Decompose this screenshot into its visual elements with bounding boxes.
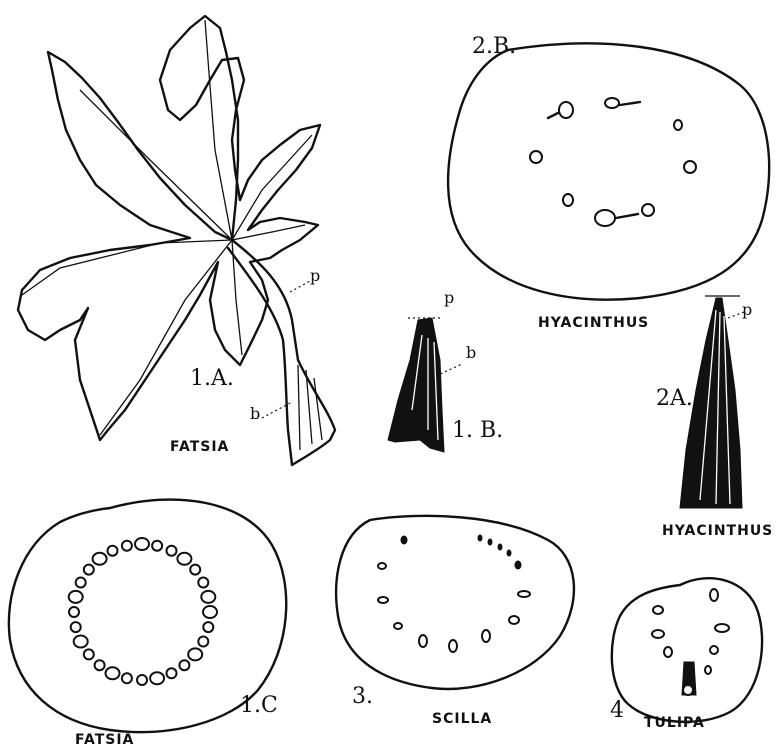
fig-2b-number: 2.B. <box>472 36 516 58</box>
vascular-bundle <box>150 672 164 684</box>
vascular-bundle <box>69 607 79 617</box>
fig-1c-name: FATSIA <box>75 733 134 747</box>
vascular-bundle <box>84 565 94 575</box>
fig-2a-petiole-mark: p <box>742 302 752 318</box>
vascular-bundle <box>108 546 118 556</box>
fatsia-leaf-blade <box>18 16 320 440</box>
vascular-bundle <box>167 546 177 556</box>
fig-2b-name: HYACINTHUS <box>538 316 649 330</box>
fig-3-number: 3. <box>352 686 373 708</box>
vascular-bundle <box>71 622 81 632</box>
fatsia-leaf-base-drawing <box>388 318 462 452</box>
vascular-bundle <box>152 541 162 551</box>
vascular-bundle <box>95 660 105 670</box>
fig-1a-base-mark: b <box>250 406 260 422</box>
tulipa-section-drawing <box>612 578 762 722</box>
fig-1a-petiole-mark: p <box>310 268 320 284</box>
vascular-bundle <box>190 565 200 575</box>
fig-1b-number: 1. B. <box>452 420 503 442</box>
vascular-bundle <box>76 578 86 588</box>
fig-2a-number: 2A. <box>656 388 693 410</box>
fig-3-name: SCILLA <box>432 712 492 726</box>
vascular-bundle <box>198 578 208 588</box>
vascular-bundle <box>106 667 120 679</box>
fig-1c-number: 1.C <box>240 695 278 717</box>
fig-2a-name: HYACINTHUS <box>662 524 773 538</box>
vascular-bundle <box>69 591 83 603</box>
scilla-section-drawing <box>336 516 574 689</box>
vascular-bundle <box>201 591 215 603</box>
vascular-bundle <box>135 538 149 550</box>
vascular-bundle <box>122 541 132 551</box>
fig-4-number: 4 <box>610 700 624 722</box>
vascular-bundle <box>122 673 132 683</box>
fig-1b-petiole-mark: p <box>444 290 454 306</box>
fig-1b-base-mark: b <box>466 345 476 361</box>
fig-1a-number: 1.A. <box>190 368 234 390</box>
vascular-bundle <box>198 637 208 647</box>
fig-4-name: TULIPA <box>644 716 705 730</box>
vascular-bundle <box>167 668 177 678</box>
vascular-bundle <box>177 553 191 565</box>
vascular-bundle <box>137 675 147 685</box>
vascular-bundle <box>74 636 88 648</box>
vascular-bundle <box>84 649 94 659</box>
vascular-bundle <box>179 660 189 670</box>
hyacinthus-section-drawing <box>448 43 769 299</box>
fig-1a-name: FATSIA <box>170 440 229 454</box>
vascular-bundle <box>203 622 213 632</box>
vascular-bundle <box>93 553 107 565</box>
vascular-bundle <box>203 606 217 618</box>
vascular-bundle <box>188 648 202 660</box>
fatsia-leaf-drawing <box>18 16 335 465</box>
